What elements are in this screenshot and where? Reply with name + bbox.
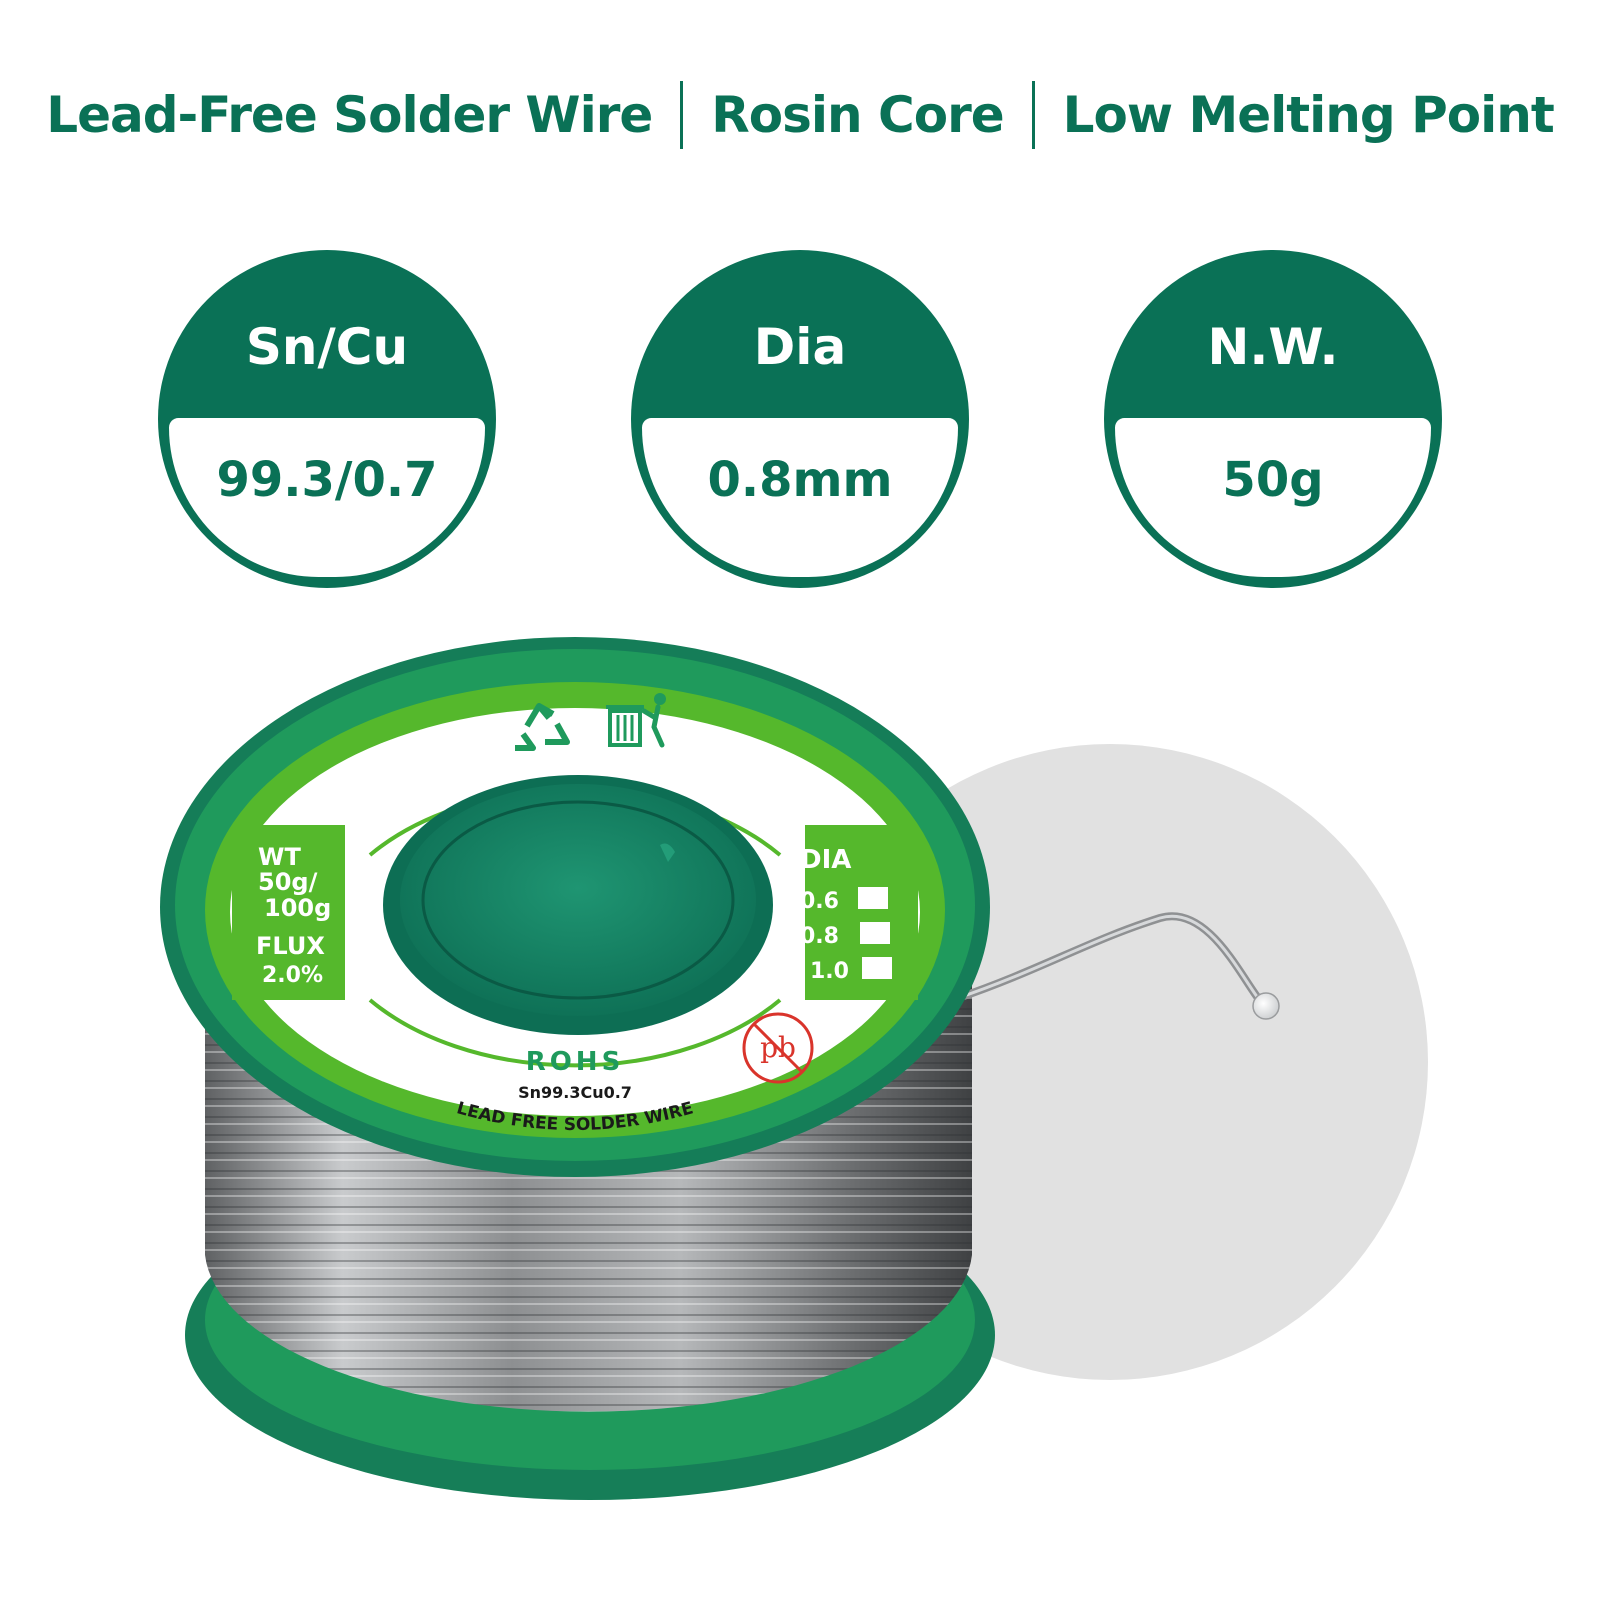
no-lead-icon: pb [742,1012,814,1084]
trash-bin-disposal-icon [606,693,666,748]
alloy-badge-value: 99.3/0.7 [216,452,438,508]
label-wt-value-2: 100g [264,894,331,922]
headline: Lead-Free Solder Wire Rosin Core Low Mel… [0,70,1600,160]
label-dia-option: 0.8 [800,924,839,949]
headline-rosin-core: Rosin Core [711,86,1004,144]
label-dia-title: DIA [800,845,851,875]
spool-hub [400,784,756,1016]
diameter-badge-panel: 0.8mm [642,418,958,577]
net-weight-badge-panel: 50g [1115,418,1431,577]
net-weight-badge: N.W. 50g [1104,250,1442,588]
diameter-badge-label: Dia [753,318,847,376]
label-dia-option: 0.6 [800,889,839,914]
headline-low-melting: Low Melting Point [1062,86,1555,144]
dia-checkbox [860,922,890,944]
recycle-icon [515,703,570,751]
label-flux-title: FLUX [256,932,325,960]
label-dia-option: 1.0 [810,959,849,984]
diameter-badge: Dia 0.8mm [631,250,969,588]
spool-hub-inner-ring [421,800,735,1000]
solder-spool-illustration: WT 50g/ 100g FLUX 2.0% DIA 0.6 0.8 1.0 R… [160,637,1428,1500]
label-right-panel [805,825,918,1000]
wire-tip [1252,992,1280,1020]
hub-highlight [660,843,675,862]
headline-divider [1031,81,1035,149]
dia-checkbox [862,957,892,979]
alloy-badge-panel: 99.3/0.7 [169,418,485,577]
net-weight-badge-value: 50g [1222,452,1324,508]
alloy-badge-label: Sn/Cu [245,318,409,376]
label-wt-title: WT [258,843,301,871]
label-arc-bottom [368,998,782,1068]
label-rohs: ROHS [526,1047,625,1077]
label-wt-value-1: 50g/ [258,868,318,896]
headline-divider [680,81,684,149]
label-left-panel [232,825,345,1000]
no-lead-mark-text: pb [760,1031,796,1064]
label-alloy: Sn99.3Cu0.7 [518,1083,632,1102]
net-weight-badge-label: N.W. [1207,318,1339,376]
alloy-badge: Sn/Cu 99.3/0.7 [158,250,496,588]
dia-checkbox [858,887,888,909]
label-flux-value: 2.0% [262,963,323,988]
diameter-badge-value: 0.8mm [707,452,893,508]
headline-lead-free: Lead-Free Solder Wire [46,86,653,144]
wire-tail-highlight [956,914,1270,1010]
